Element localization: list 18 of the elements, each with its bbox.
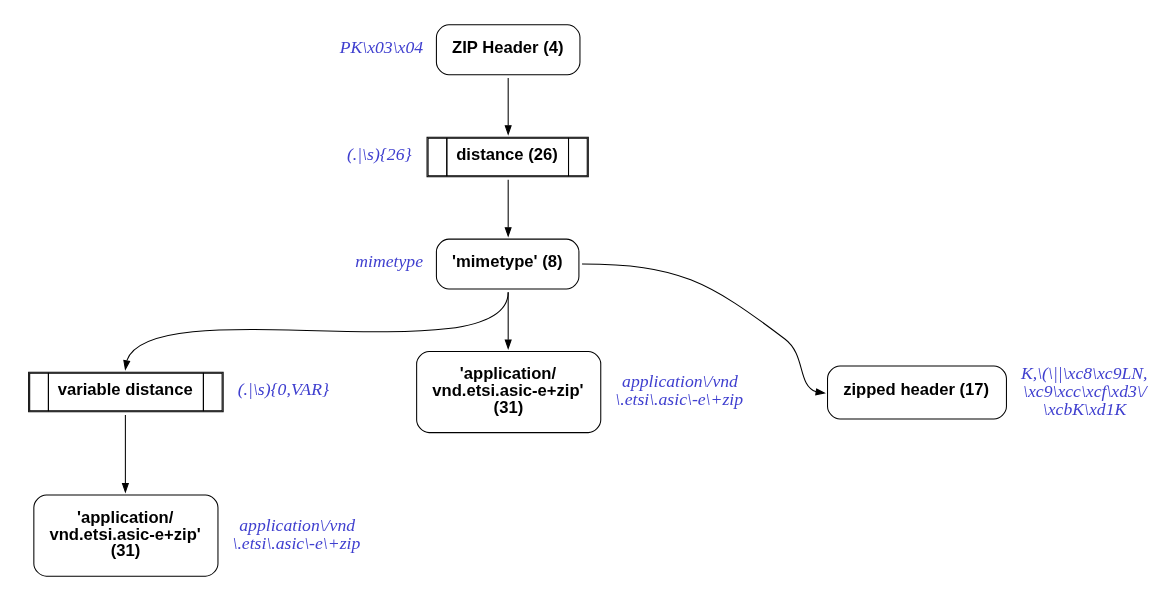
arrow bbox=[504, 179, 512, 238]
node-box: 'application/ vnd.etsi.asic-e+zip' (31) bbox=[415, 350, 601, 434]
arrow bbox=[122, 291, 509, 371]
node-label: mimetype bbox=[354, 251, 423, 272]
arrow bbox=[121, 414, 129, 494]
node-label: K,\(\||\xc8\xc9LN, \xc9\xcc\xcf\xd3\/ \xcbK\xd1K bbox=[1020, 363, 1148, 419]
arrow bbox=[581, 263, 826, 396]
arrow bbox=[504, 291, 512, 350]
node-box: 'mimetype' (8) bbox=[435, 238, 579, 290]
node-box: 'application/ vnd.etsi.asic-e+zip' (31) bbox=[32, 494, 218, 577]
node-label: (.|\s){0,VAR} bbox=[237, 379, 329, 400]
node-label: PK\x03\x04 bbox=[339, 37, 423, 58]
arrow bbox=[504, 77, 512, 136]
node-box: ZIP Header (4) bbox=[435, 24, 580, 76]
node-label: application\/vnd \.etsi\.asic\-e\+zip bbox=[232, 515, 360, 553]
node-label: application\/vnd \.etsi\.asic\-e\+zip bbox=[614, 371, 743, 410]
node-box: zipped header (17) bbox=[826, 365, 1007, 420]
node-label: (.|\s){26} bbox=[346, 144, 412, 165]
